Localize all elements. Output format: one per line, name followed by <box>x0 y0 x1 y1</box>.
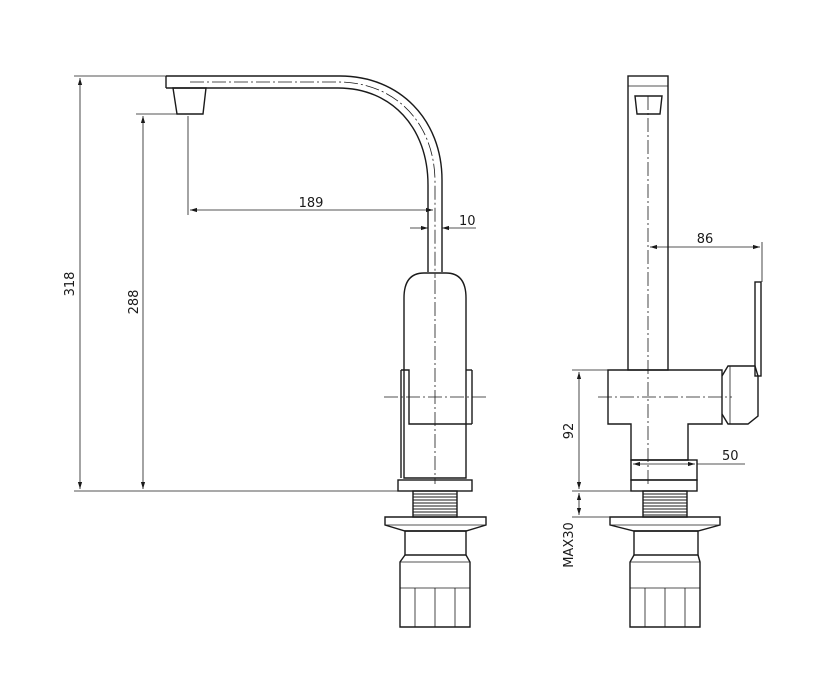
mounting-nut <box>404 530 467 556</box>
dimension-288: 288 <box>127 290 142 315</box>
dimension-92: 92 <box>562 423 577 440</box>
dimension-10: 10 <box>459 214 476 229</box>
side-handle-lever <box>754 281 762 377</box>
side-aerator <box>634 95 663 115</box>
side-view <box>598 75 762 628</box>
side-dimensions: 86 92 50 MAX30 <box>562 232 763 568</box>
dimension-50: 50 <box>722 449 739 464</box>
side-body <box>607 369 723 461</box>
front-dimensions: 318 288 189 10 <box>63 75 476 492</box>
dimension-max30: MAX30 <box>562 522 577 568</box>
main-column <box>403 272 467 479</box>
front-view <box>165 75 488 628</box>
side-handle <box>721 365 759 425</box>
side-base-flange <box>630 479 698 492</box>
threaded-shank <box>412 490 458 518</box>
dimension-86: 86 <box>697 232 714 247</box>
mounting-plate <box>384 516 487 532</box>
spout-centerline <box>190 81 436 278</box>
side-mounting-plate <box>609 516 721 532</box>
dimension-189: 189 <box>299 196 324 211</box>
side-threaded-shank <box>642 490 688 518</box>
aerator <box>172 87 207 115</box>
side-mounting-nut <box>633 530 699 556</box>
spout-inner-contour <box>166 87 429 272</box>
dimension-318: 318 <box>63 272 78 297</box>
spout-outer-contour <box>166 75 443 272</box>
